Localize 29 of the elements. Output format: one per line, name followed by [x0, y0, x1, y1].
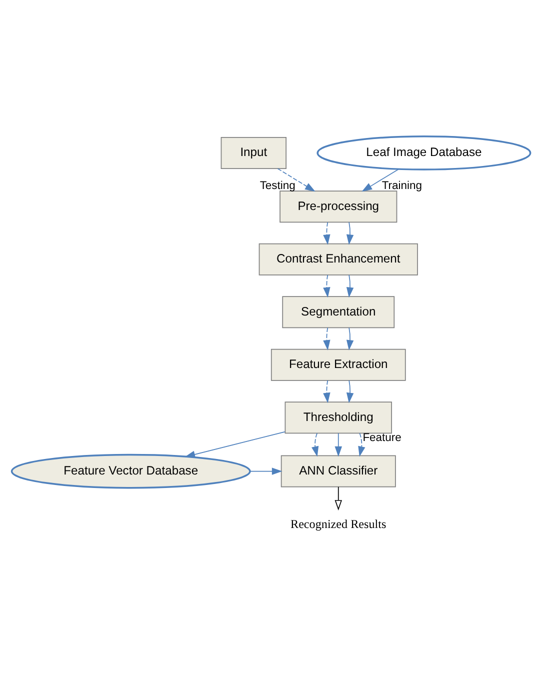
- arrow: [334, 432, 342, 457]
- arrow: [346, 274, 354, 298]
- arrow: [323, 222, 330, 245]
- arrow: [323, 380, 330, 404]
- arrow: [323, 274, 330, 298]
- arrow: [346, 327, 354, 350]
- arrow: [312, 432, 319, 457]
- arrow: [323, 327, 330, 350]
- edge-label: Training: [382, 180, 422, 192]
- arrow: [334, 486, 342, 510]
- node-ellipse: Leaf Image Database: [316, 136, 532, 170]
- node-box: ANN Classifier: [280, 455, 396, 488]
- node-box: Segmentation: [282, 296, 395, 328]
- arrow: [277, 168, 316, 192]
- node-box: Thresholding: [284, 402, 392, 434]
- node-box: Contrast Enhancement: [258, 243, 418, 276]
- arrow: [362, 168, 400, 192]
- arrow: [346, 380, 354, 404]
- node-text: Recognized Results: [290, 517, 386, 532]
- arrow: [250, 468, 282, 475]
- edge-label: Feature: [362, 432, 402, 444]
- edge-label: Testing: [260, 180, 296, 192]
- arrow: [358, 432, 366, 457]
- node-ellipse: Feature Vector Database: [10, 454, 251, 489]
- arrow: [346, 222, 354, 245]
- node-box: Input: [220, 136, 286, 169]
- arrow: [184, 431, 286, 458]
- node-box: Feature Extraction: [270, 348, 406, 381]
- node-box: Pre-processing: [280, 190, 398, 223]
